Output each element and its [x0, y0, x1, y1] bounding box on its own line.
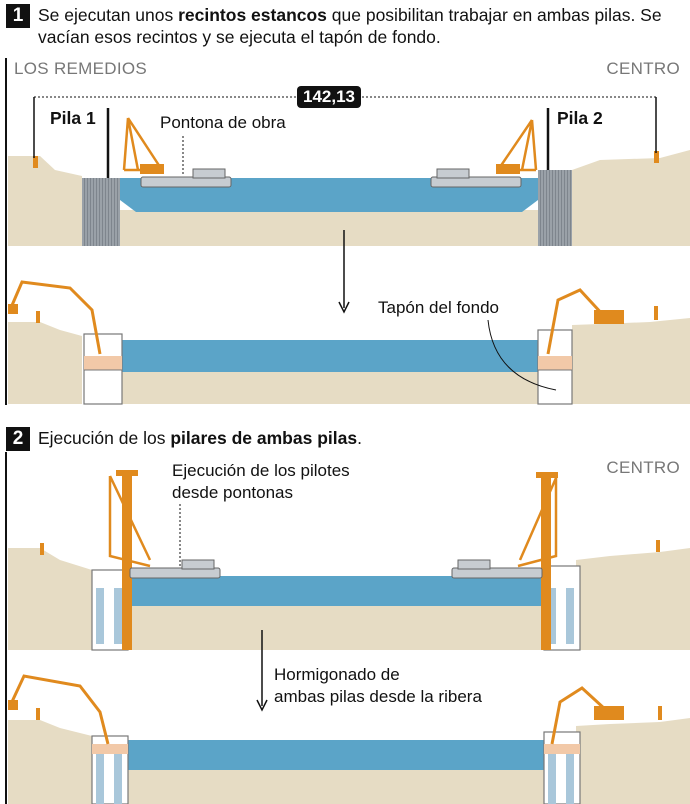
step1-text-post: que posibilitan trabajar en ambas pilas.… [38, 5, 662, 47]
panel-1b [8, 280, 690, 405]
panel-2a [8, 470, 690, 712]
span-dimension-badge: 142,13 [297, 86, 361, 108]
step2-description: Ejecución de los pilares de ambas pilas. [38, 427, 678, 449]
cofferdam-right [538, 170, 572, 246]
concrete-pump-right [546, 288, 606, 355]
pontoon-left [122, 117, 232, 188]
pile-rig-right [517, 472, 558, 650]
pila2-label: Pila 2 [557, 108, 603, 128]
concrete-pump-left [8, 280, 102, 355]
right-bank-label: CENTRO [606, 59, 680, 78]
piles-label-line1: Ejecución de los pilotes [172, 461, 350, 480]
step2-number: 2 [6, 427, 30, 451]
concrete-pump-2-right [550, 686, 608, 745]
right-bank-label-2: CENTRO [606, 458, 680, 477]
marker-right [654, 151, 659, 163]
panel-1a [8, 96, 690, 314]
river-water-1b [122, 340, 538, 372]
plug-label: Tapón del fondo [378, 298, 499, 317]
river-water-2a [126, 576, 548, 606]
river-water-2b [128, 740, 548, 770]
pontoon-2-right [451, 567, 543, 579]
left-bank-ground [8, 156, 82, 246]
pile-rig-left [108, 470, 152, 650]
right-bank-ground [572, 150, 690, 246]
panel-2b [8, 674, 690, 804]
concrete-pump-2-left [8, 674, 110, 745]
step2-text-post: . [357, 428, 362, 448]
left-bank-label: LOS REMEDIOS [14, 59, 148, 78]
step1-number: 1 [6, 4, 30, 28]
concrete-label-line2: ambas pilas desde la ribera [274, 687, 482, 706]
step2-text-pre: Ejecución de los [38, 428, 171, 448]
pontoon-2-left [129, 567, 221, 579]
step2-text-bold: pilares de ambas pilas [170, 428, 358, 448]
pontoon-right [430, 119, 538, 188]
step1-text-bold: recintos estancos [178, 5, 327, 25]
piles-label-line2: desde pontonas [172, 483, 293, 502]
plug-leader [487, 319, 557, 391]
pontoon-label: Pontona de obra [160, 113, 286, 132]
step1-description: Se ejecutan unos recintos estancos que p… [38, 4, 678, 48]
cofferdam-left [82, 178, 120, 246]
concrete-label-line1: Hormigonado de [274, 665, 400, 684]
marker-left [33, 156, 38, 168]
riverbed [120, 210, 538, 246]
pila1-label: Pila 1 [50, 108, 96, 128]
step1-text-pre: Se ejecutan unos [38, 5, 179, 25]
